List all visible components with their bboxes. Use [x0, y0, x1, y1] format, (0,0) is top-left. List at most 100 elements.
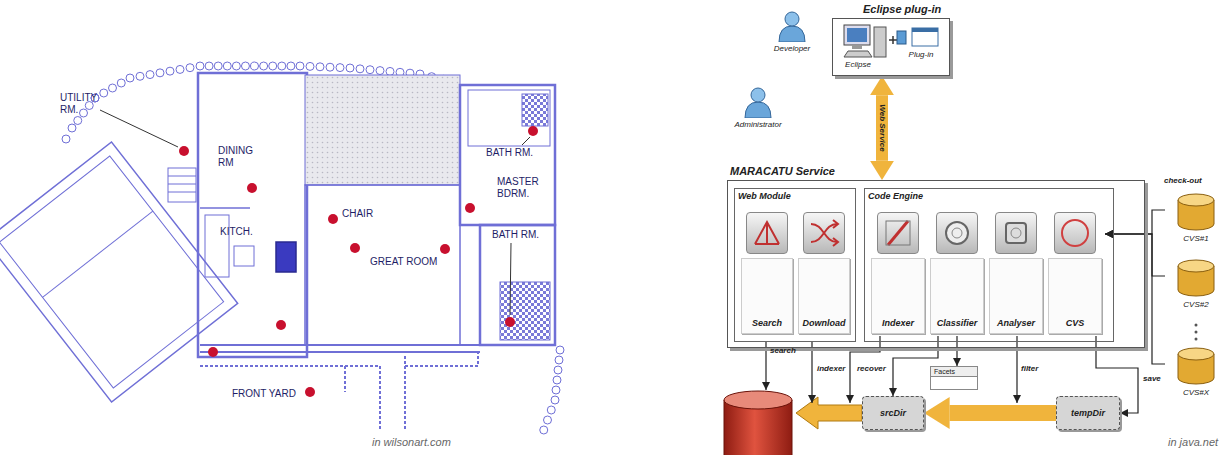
- floor-plan: [344, 366, 346, 392]
- shrub-border: [62, 135, 70, 143]
- block-arrow: [950, 405, 1056, 421]
- plus-sign: [892, 36, 894, 44]
- floor-plan: [198, 73, 307, 357]
- leader-line: [100, 110, 530, 315]
- actor-icon: Developer: [763, 10, 821, 58]
- floor-plan: [500, 282, 550, 340]
- leader-line: [510, 243, 511, 315]
- shrub-border: [547, 406, 555, 414]
- ellipsis-dots: [1195, 331, 1198, 334]
- shrub-border: [356, 65, 364, 73]
- icon-tile: [995, 212, 1037, 254]
- node-label: Classifier: [927, 318, 987, 328]
- floor-plan: [205, 215, 229, 277]
- source-note: in wilsonart.com: [372, 436, 451, 448]
- room-label: KITCH.: [220, 226, 253, 238]
- node-label: srcDir: [880, 408, 906, 418]
- shrub-border: [552, 386, 560, 394]
- floor-plan: [480, 225, 555, 345]
- module-box: Code EngineIndexerClassifierAnalyserCVS: [864, 188, 1114, 342]
- shrub-border: [186, 64, 194, 72]
- container-box: Eclipse plug-inEclipsePlug-in: [832, 18, 950, 76]
- shrub-border: [166, 67, 174, 75]
- location-dot: [350, 243, 360, 253]
- node-label: tempDir: [1071, 408, 1105, 418]
- node-label: Facets: [931, 367, 977, 377]
- container-box: MARACATU ServiceWeb ModuleSearchDownload…: [727, 180, 1145, 348]
- repository-cylinder: CVS#X: [1165, 346, 1227, 404]
- icon-tile: [746, 212, 788, 254]
- floor-plan: [200, 351, 480, 353]
- edge-label: save: [1142, 374, 1162, 383]
- location-dot: [208, 347, 218, 357]
- repository-cylinder: CVS#2: [1165, 258, 1227, 316]
- node-label: CVS#X: [1165, 388, 1227, 397]
- location-dot: [440, 244, 450, 254]
- floor-plan: [168, 184, 196, 185]
- location-dot: [276, 320, 286, 330]
- shrub-border: [540, 426, 548, 434]
- flow-label: filter: [1021, 364, 1038, 373]
- shrub-border: [176, 65, 184, 73]
- edge-label: recover: [856, 364, 887, 373]
- node-label: Administrator: [721, 120, 795, 129]
- node-label: Search: [738, 318, 796, 328]
- flow-line: [1016, 336, 1017, 403]
- garage: [0, 142, 238, 402]
- shrub-border: [136, 72, 144, 80]
- location-dot: [179, 126, 538, 397]
- ellipsis-dots: [1195, 338, 1198, 341]
- shrub-border: [366, 66, 374, 74]
- icon-tile: [877, 212, 919, 254]
- edge-label: Web Service: [878, 103, 887, 152]
- icon-tile: [1054, 212, 1096, 254]
- flow-line: [765, 342, 766, 390]
- shrub-border: [386, 67, 394, 75]
- node-label: Analyser: [986, 318, 1046, 328]
- database: [724, 391, 792, 455]
- plus-sign: [889, 36, 897, 44]
- person-figure: [777, 10, 807, 42]
- icon-symbol: [1055, 213, 1095, 253]
- shrub-border: [156, 69, 164, 77]
- shrub-border: [223, 62, 231, 70]
- connector: [1105, 210, 1165, 234]
- shrub-border: [269, 62, 277, 70]
- room-label: UTILITY RM.: [60, 92, 110, 115]
- computer-icon: Eclipse: [842, 23, 888, 73]
- node-label: CVS: [1045, 318, 1105, 328]
- shrub-border: [336, 64, 344, 72]
- shrub-border: [316, 63, 324, 71]
- component-icon: Indexer: [868, 206, 928, 336]
- module-box: Web ModuleSearchDownload: [734, 188, 856, 342]
- garage: [0, 156, 224, 388]
- location-dot: [305, 387, 315, 397]
- shrub-border: [278, 62, 286, 70]
- plugin-figure: [895, 26, 941, 48]
- floor-plan: [200, 207, 250, 209]
- shrub-border: [553, 376, 561, 384]
- location-dot: [179, 146, 189, 156]
- shrub-border: [544, 416, 552, 424]
- shrub-border: [126, 74, 134, 82]
- person-figure: [743, 86, 773, 118]
- location-dot: [505, 317, 515, 327]
- garage: [43, 211, 153, 297]
- node-label: Developer: [763, 44, 821, 53]
- shrub-border: [287, 62, 295, 70]
- room-label: CHAIR: [342, 208, 373, 220]
- ellipsis-dots: [1195, 324, 1198, 341]
- component-icon: Classifier: [927, 206, 987, 336]
- box-heading: MARACATU Service: [730, 165, 835, 177]
- shrub-border: [117, 79, 125, 87]
- shrub-border: [109, 84, 117, 92]
- leader-line: [100, 110, 178, 147]
- database: [724, 391, 792, 409]
- floor-plan: [460, 85, 555, 225]
- shrub-border: [214, 62, 222, 70]
- shrub-border: [74, 117, 82, 125]
- node-label: CVS#1: [1165, 234, 1227, 243]
- icon-symbol: [804, 213, 844, 253]
